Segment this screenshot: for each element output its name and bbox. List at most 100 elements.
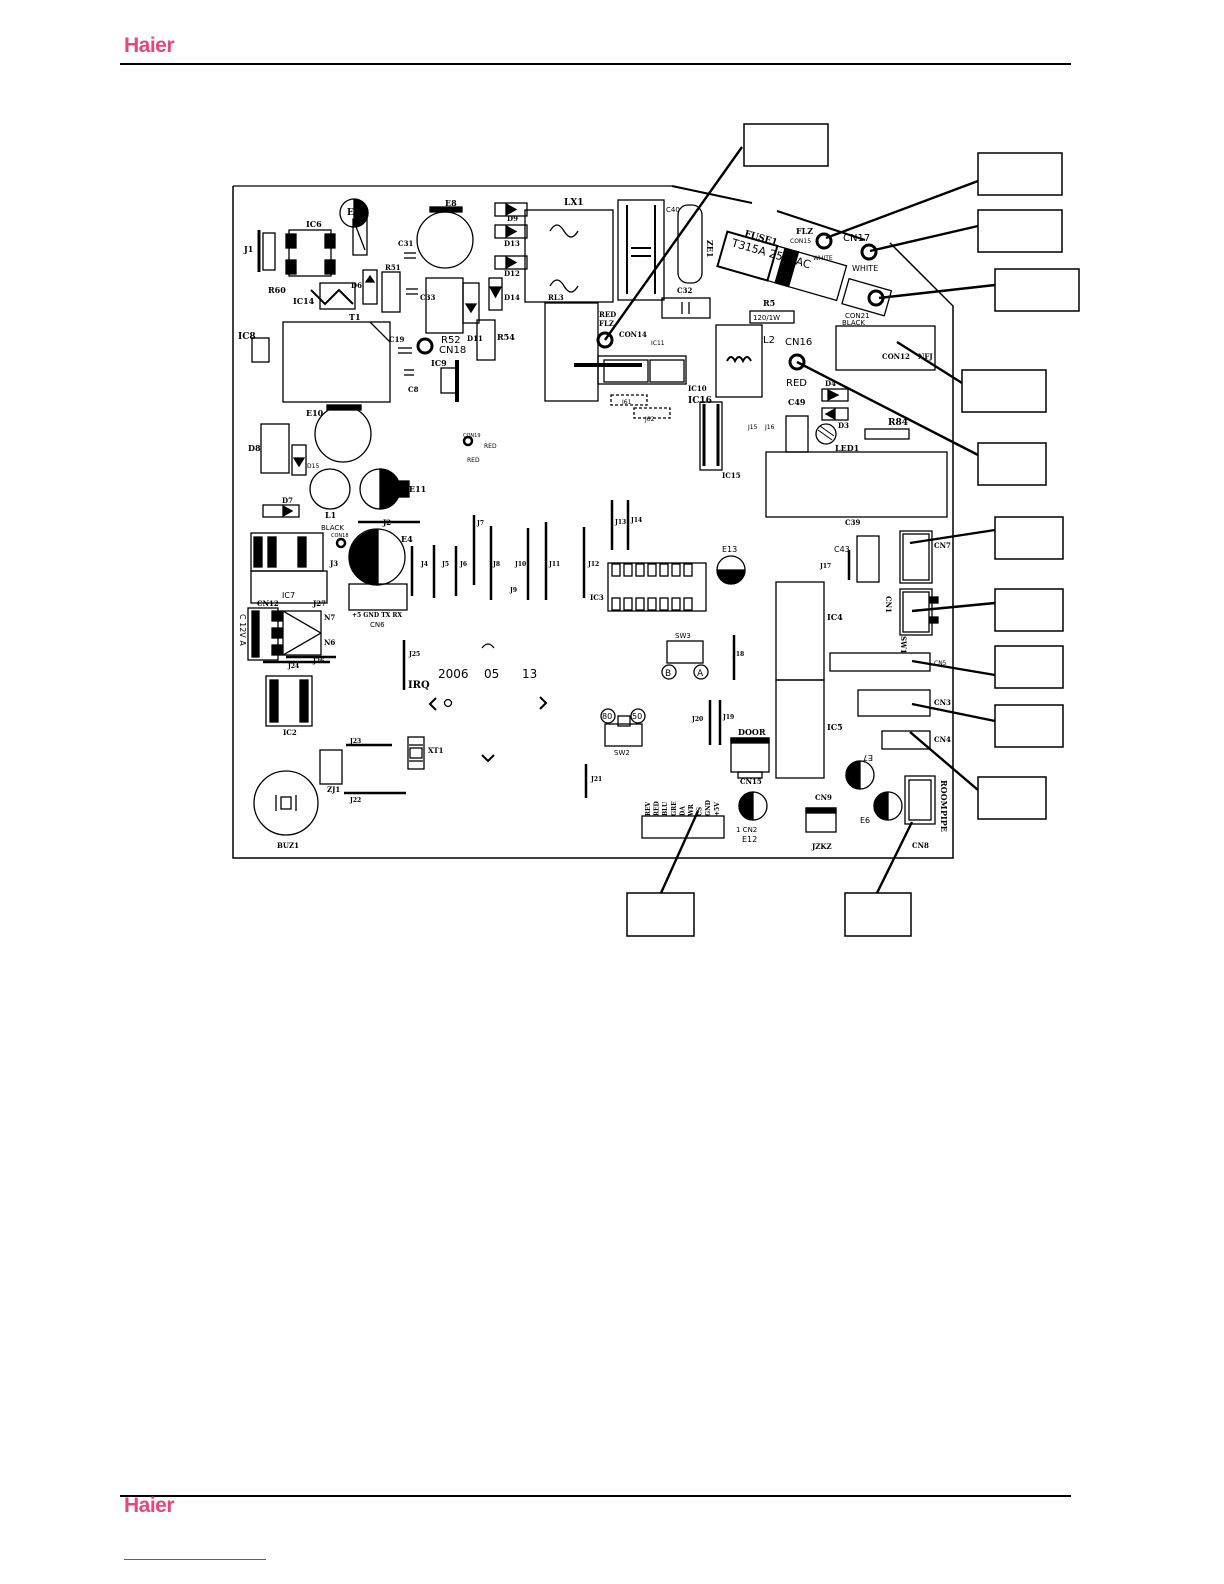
callout-box-3 — [977, 209, 1063, 253]
label-j25: J25 — [408, 651, 420, 658]
label-j18: J18 — [732, 651, 744, 658]
label-ze1: ZE1 — [705, 240, 715, 258]
label-j21: J21 — [590, 776, 602, 783]
label-zj1: ZJ1 — [327, 785, 340, 794]
label-ic2: IC2 — [283, 728, 297, 737]
label-cn2: 1 CN2 — [736, 826, 757, 834]
label-80: 80 — [602, 712, 612, 721]
label-cn5: CN5 — [934, 660, 947, 667]
label-pipe: PIPE — [939, 810, 949, 832]
label-sw2: SW2 — [614, 749, 630, 757]
label-d8: D8 — [248, 443, 261, 453]
cn2-pin-label: GND — [705, 800, 712, 816]
label-50: 50 — [632, 712, 642, 721]
label-lx1: LX1 — [564, 198, 584, 208]
label-voltage: C 12V A — [238, 614, 247, 646]
callout-box-12 — [626, 892, 695, 937]
footer-rule — [120, 1495, 1071, 1497]
label-con21: CON21 — [845, 312, 870, 320]
label-ic16: IC16 — [688, 396, 712, 406]
label-n7: N7 — [324, 613, 335, 622]
label-j13: J13 — [614, 519, 626, 526]
label-nfj: NFJ — [918, 352, 933, 361]
label-r5-value: 120/1W — [753, 314, 780, 322]
label-j2: J2 — [382, 518, 391, 527]
label-j17: J17 — [819, 563, 831, 570]
label-ic3: IC3 — [590, 593, 604, 602]
label-t1: T1 — [349, 312, 361, 322]
label-e8: E8 — [445, 198, 457, 208]
label-j20: J20 — [691, 716, 703, 723]
callout-box-13 — [844, 892, 912, 937]
label-b: B — [665, 669, 671, 679]
label-j16: J16 — [764, 424, 775, 431]
label-date-year: 2006 — [438, 667, 469, 681]
cn2-pin-label: DA — [679, 806, 686, 816]
label-jzkz: JZKZ — [811, 842, 832, 851]
callout-box-8 — [994, 588, 1064, 632]
label-j8: J8 — [492, 561, 500, 568]
label-j61: J61 — [621, 399, 632, 406]
label-e11: E11 — [409, 484, 426, 494]
label-cn16: CN16 — [785, 337, 812, 348]
label-red-c: RED — [484, 443, 497, 450]
label-l2: L2 — [763, 335, 775, 346]
callout-box-5 — [961, 369, 1047, 413]
label-c39: C39 — [845, 518, 860, 527]
label-cn6-pins: +5 GND TX RX — [352, 612, 402, 619]
label-c43: C43 — [834, 545, 850, 554]
label-cn6: CN6 — [370, 621, 385, 629]
label-red-b: RED — [786, 378, 807, 389]
label-j27: J27 — [312, 599, 326, 608]
label-d14: D14 — [504, 293, 520, 302]
cn2-pin-label: +5V — [714, 802, 721, 816]
label-cn12: CN12 — [257, 599, 279, 608]
label-d9: D9 — [507, 214, 518, 223]
label-rl3: RL3 — [548, 293, 564, 302]
label-red-d: RED — [467, 457, 480, 464]
callout-box-6 — [977, 442, 1047, 486]
label-r54: R54 — [497, 332, 515, 342]
cn2-pin-label: BLU — [662, 801, 669, 816]
label-d4: D4 — [825, 379, 836, 388]
label-l1: L1 — [325, 510, 336, 520]
label-r84: R84 — [888, 418, 908, 428]
label-j7: J7 — [476, 520, 484, 527]
label-e4: E4 — [401, 534, 413, 544]
callout-box-4 — [994, 268, 1080, 312]
label-j14: J14 — [630, 517, 642, 524]
label-d6: D6 — [351, 281, 362, 290]
brand-logo-footer: Haier — [124, 1494, 175, 1517]
label-cn8: CN8 — [912, 841, 929, 850]
label-e6: E6 — [860, 816, 870, 825]
label-ic11: IC11 — [651, 340, 665, 347]
label-cn3: CN3 — [934, 698, 951, 707]
label-c19: C19 — [389, 335, 404, 344]
label-c31: C31 — [398, 239, 413, 248]
label-flz-top: FLZ — [796, 226, 813, 236]
label-j62: J62 — [644, 416, 655, 423]
cn2-pin-label: RED — [654, 801, 661, 816]
cn2-pin-label: WR — [688, 803, 695, 817]
label-cn4: CN4 — [934, 735, 951, 744]
label-j26: J26 — [312, 658, 324, 665]
label-white-b: WHITE — [852, 264, 878, 273]
leader-lines — [604, 146, 996, 894]
label-j15: J15 — [747, 424, 758, 431]
label-ic15: IC15 — [722, 471, 741, 480]
label-c32: C32 — [677, 286, 692, 295]
label-con18: CON18 — [331, 533, 349, 539]
board-outline — [232, 186, 954, 859]
callout-box-11 — [977, 776, 1047, 820]
label-j22: J22 — [349, 797, 361, 804]
label-e7: E7 — [863, 753, 873, 762]
label-d15: D15 — [307, 463, 319, 470]
cn2-pin-label: GRE — [671, 801, 678, 816]
label-j12: J12 — [587, 561, 599, 568]
label-j11: J11 — [548, 561, 560, 568]
label-ic14: IC14 — [293, 296, 315, 306]
ic3-pins — [611, 563, 693, 611]
callout-box-2 — [977, 152, 1063, 196]
label-d11: D11 — [467, 334, 483, 343]
